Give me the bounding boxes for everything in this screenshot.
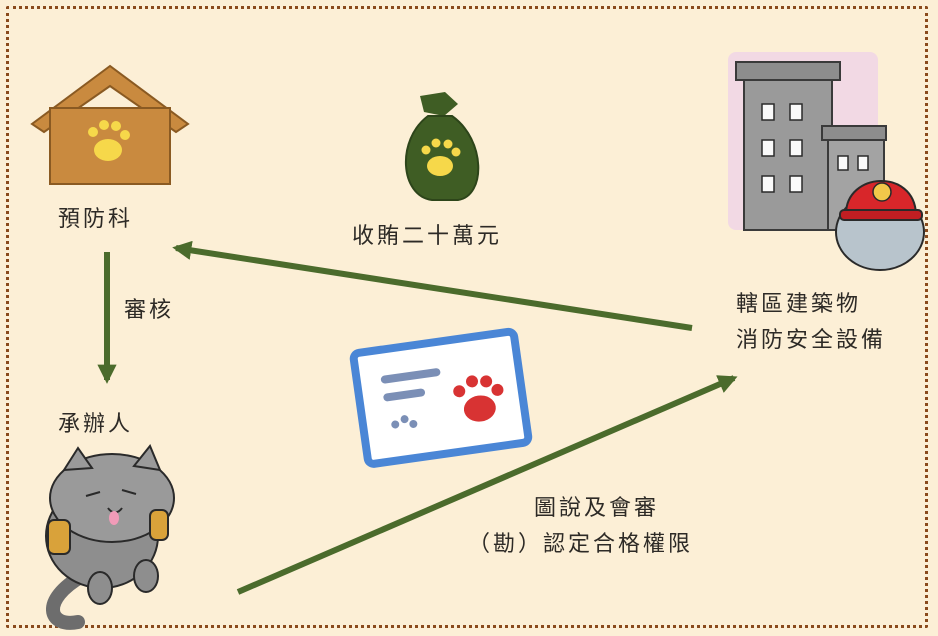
edge-label-review: 審核 — [124, 298, 175, 323]
edge-label-authority-line1: 圖說及會審 — [534, 496, 660, 521]
arrow-authority — [236, 375, 738, 595]
cat-icon — [45, 444, 175, 630]
node-building-line2: 消防安全設備 — [736, 328, 887, 353]
building-icon — [728, 52, 925, 271]
node-building-line1: 轄區建築物 — [736, 292, 862, 317]
money-bag-icon — [405, 92, 480, 201]
node-case-officer: 承辦人 — [58, 412, 134, 437]
dotted-frame — [6, 6, 928, 628]
house-icon — [30, 64, 190, 185]
arrow-bribe — [172, 240, 693, 331]
edge-label-bribe: 收賄二十萬元 — [352, 224, 503, 249]
edge-label-authority-line2: （勘）認定合格權限 — [468, 532, 694, 557]
node-prevention-section: 預防科 — [58, 207, 134, 232]
certificate-card-icon — [349, 327, 533, 468]
